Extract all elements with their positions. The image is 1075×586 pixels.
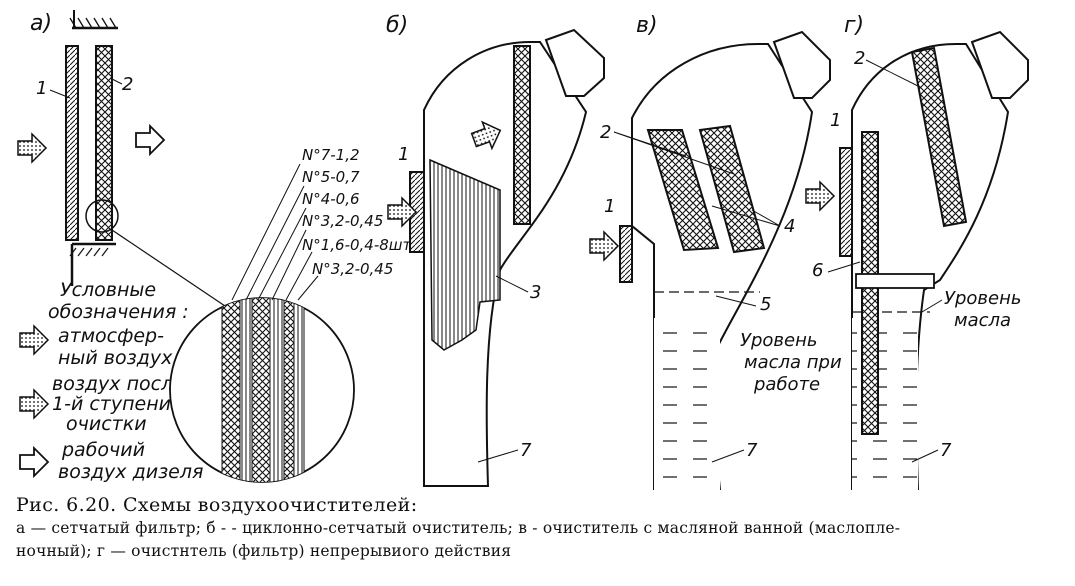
panel-a-label: а) <box>30 11 52 36</box>
shaft-g <box>855 273 935 289</box>
oil-bath-v <box>654 318 720 490</box>
caption-title: Рис. 6.20. Схемы воздухоочистителей: <box>16 494 418 516</box>
legend-item-1-line-2: ный воздух <box>58 347 173 369</box>
label-a-1: 1 <box>36 78 47 99</box>
label-b-3: 3 <box>530 282 541 303</box>
plate-1 <box>65 45 79 241</box>
panel-b: б) 1 3 7 <box>386 13 605 487</box>
label-g-6: 6 <box>812 260 823 281</box>
panel-v: в) 1 2 4 5 Уровень масла при работе 7 <box>589 13 842 490</box>
dotted-arrow-icon <box>17 133 47 163</box>
mesh-label-5: N°1,6-0,4-8шт <box>302 236 413 254</box>
cyclones-b <box>429 158 501 351</box>
figure-drawing: а) 1 2 Условные обозначения : атмосфер- … <box>17 10 1029 490</box>
label-a-2: 2 <box>122 74 133 95</box>
caption-line-1: а — сетчатый фильтр; б - - циклонно-сетч… <box>16 519 901 537</box>
label-v-1: 1 <box>604 196 615 217</box>
legend-item-2-line-3: очистки <box>66 413 147 435</box>
outlet-b <box>544 28 605 97</box>
legend-hatched-arrow-icon <box>19 389 49 419</box>
mesh-filter-2 <box>95 45 113 241</box>
caption-line-2: ночный); г — очистнтель (фильтр) непреры… <box>16 542 512 560</box>
label-v-4: 4 <box>784 216 795 237</box>
level-v-line-2: масла при <box>744 352 842 373</box>
legend-item-2-line-1: воздух после <box>52 373 185 395</box>
outlet-v <box>772 30 831 99</box>
label-g-1: 1 <box>830 110 841 131</box>
panel-g: г) 1 2 6 Уровень масла 7 <box>805 13 1029 490</box>
outlet-g <box>970 30 1029 99</box>
legend-item-2-line-2: 1-й ступени <box>52 393 171 415</box>
label-b-7: 7 <box>520 440 532 461</box>
mesh-detail: N°7-1,2 N°5-0,7 N°4-0,6 N°3,2-0,45 N°1,6… <box>169 146 413 483</box>
legend-item-3-line-2: воздух дизеля <box>58 461 203 483</box>
level-v-line-3: работе <box>753 374 820 395</box>
mesh-b <box>513 45 531 225</box>
hollow-arrow-icon <box>135 125 165 155</box>
label-v-7: 7 <box>746 440 758 461</box>
legend-item-1-line-1: атмосфер- <box>58 325 164 347</box>
mesh-v-right <box>698 124 766 254</box>
panel-b-label: б) <box>386 13 408 38</box>
label-g-7: 7 <box>940 440 952 461</box>
panel-v-label: в) <box>636 13 658 38</box>
zoom-marker <box>85 199 119 233</box>
mesh-label-6: N°3,2-0,45 <box>312 260 393 278</box>
mesh-label-4: N°3,2-0,45 <box>302 212 383 230</box>
level-g-line-2: масла <box>954 310 1011 331</box>
legend-title-2: обозначения : <box>48 301 189 323</box>
housing-b <box>423 41 588 487</box>
label-b-1: 1 <box>398 144 409 165</box>
label-v-5: 5 <box>760 294 771 315</box>
panel-g-label: г) <box>844 13 864 38</box>
level-g-line-1: Уровень <box>944 288 1021 309</box>
label-v-2: 2 <box>600 122 611 143</box>
mesh-label-1: N°7-1,2 <box>302 146 360 164</box>
legend: Условные обозначения : атмосфер- ный воз… <box>19 279 203 483</box>
label-g-2: 2 <box>854 48 865 69</box>
legend-hollow-arrow-icon <box>19 447 49 477</box>
legend-item-3-line-1: рабочий <box>61 439 145 461</box>
legend-dotted-arrow-icon <box>19 325 49 355</box>
figure-caption: Рис. 6.20. Схемы воздухоочистителей: а —… <box>16 494 1066 562</box>
mesh-label-2: N°5-0,7 <box>302 168 360 186</box>
level-v-line-1: Уровень <box>740 330 817 351</box>
mesh-g <box>910 46 968 228</box>
panel-a: а) 1 2 <box>17 10 229 309</box>
mesh-v-left <box>646 129 720 252</box>
mesh-label-3: N°4-0,6 <box>302 190 360 208</box>
legend-title-1: Условные <box>60 279 156 301</box>
